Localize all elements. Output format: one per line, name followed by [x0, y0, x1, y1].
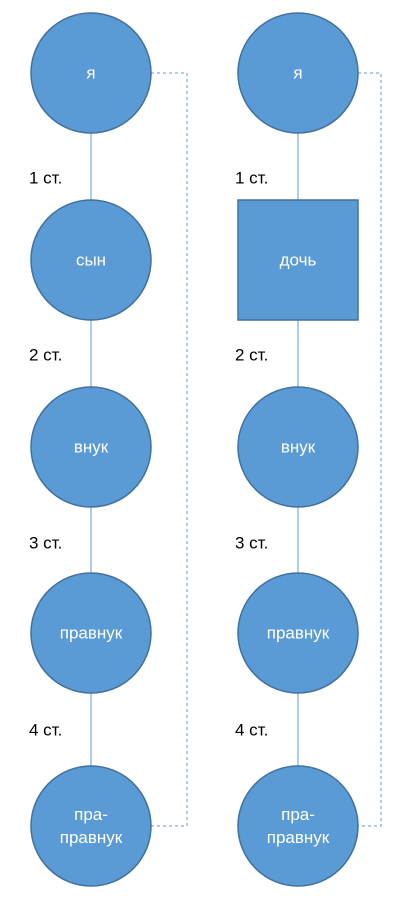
node-label: я [86, 64, 95, 83]
node-label: пра- [74, 805, 108, 824]
node-right-5: пра-правнук [237, 765, 359, 887]
degree-label-right-4: 4 ст. [235, 721, 268, 740]
degree-label-left-2: 2 ст. [29, 346, 62, 365]
links-layer [90, 72, 382, 827]
dashed-relation-link-right [358, 72, 382, 827]
node-right-2: дочь [237, 199, 359, 321]
node-circle-shape [237, 572, 359, 694]
node-circle-shape [30, 386, 152, 508]
dashed-relation-link-left [151, 72, 188, 827]
node-circle-shape [237, 12, 359, 134]
node-label: сын [76, 251, 106, 270]
node-label: пра- [281, 805, 315, 824]
node-right-1: я [237, 12, 359, 134]
degree-labels-layer: 1 ст. 2 ст. 3 ст. 4 ст. 1 ст. 2 ст. 3 ст. 4 ст. [29, 169, 268, 740]
degree-label-left-4: 4 ст. [29, 721, 62, 740]
node-label: правнук [267, 624, 330, 643]
node-label: правнук [60, 624, 123, 643]
node-circle-shape [30, 765, 152, 887]
node-label: внук [281, 438, 316, 457]
node-right-4: правнук [237, 572, 359, 694]
degree-label-right-1: 1 ст. [235, 169, 268, 188]
degree-label-left-1: 1 ст. [29, 169, 62, 188]
node-left-5: пра-правнук [30, 765, 152, 887]
node-label: правнук [267, 828, 330, 847]
nodes-layer: ясынвнукправнукпра-правнукядочьвнукправн… [30, 12, 359, 887]
node-right-3: внук [237, 386, 359, 508]
degree-label-right-3: 3 ст. [235, 534, 268, 553]
degree-label-left-3: 3 ст. [29, 534, 62, 553]
node-left-4: правнук [30, 572, 152, 694]
node-circle-shape [237, 765, 359, 887]
node-label: я [293, 64, 302, 83]
node-circle-shape [237, 386, 359, 508]
node-left-2: сын [30, 199, 152, 321]
node-circle-shape [30, 12, 152, 134]
node-circle-shape [30, 199, 152, 321]
node-circle-shape [30, 572, 152, 694]
node-square-shape [237, 199, 359, 321]
node-label: внук [74, 438, 109, 457]
node-label: дочь [280, 251, 317, 270]
node-left-3: внук [30, 386, 152, 508]
node-left-1: я [30, 12, 152, 134]
degree-label-right-2: 2 ст. [235, 346, 268, 365]
node-label: правнук [60, 828, 123, 847]
